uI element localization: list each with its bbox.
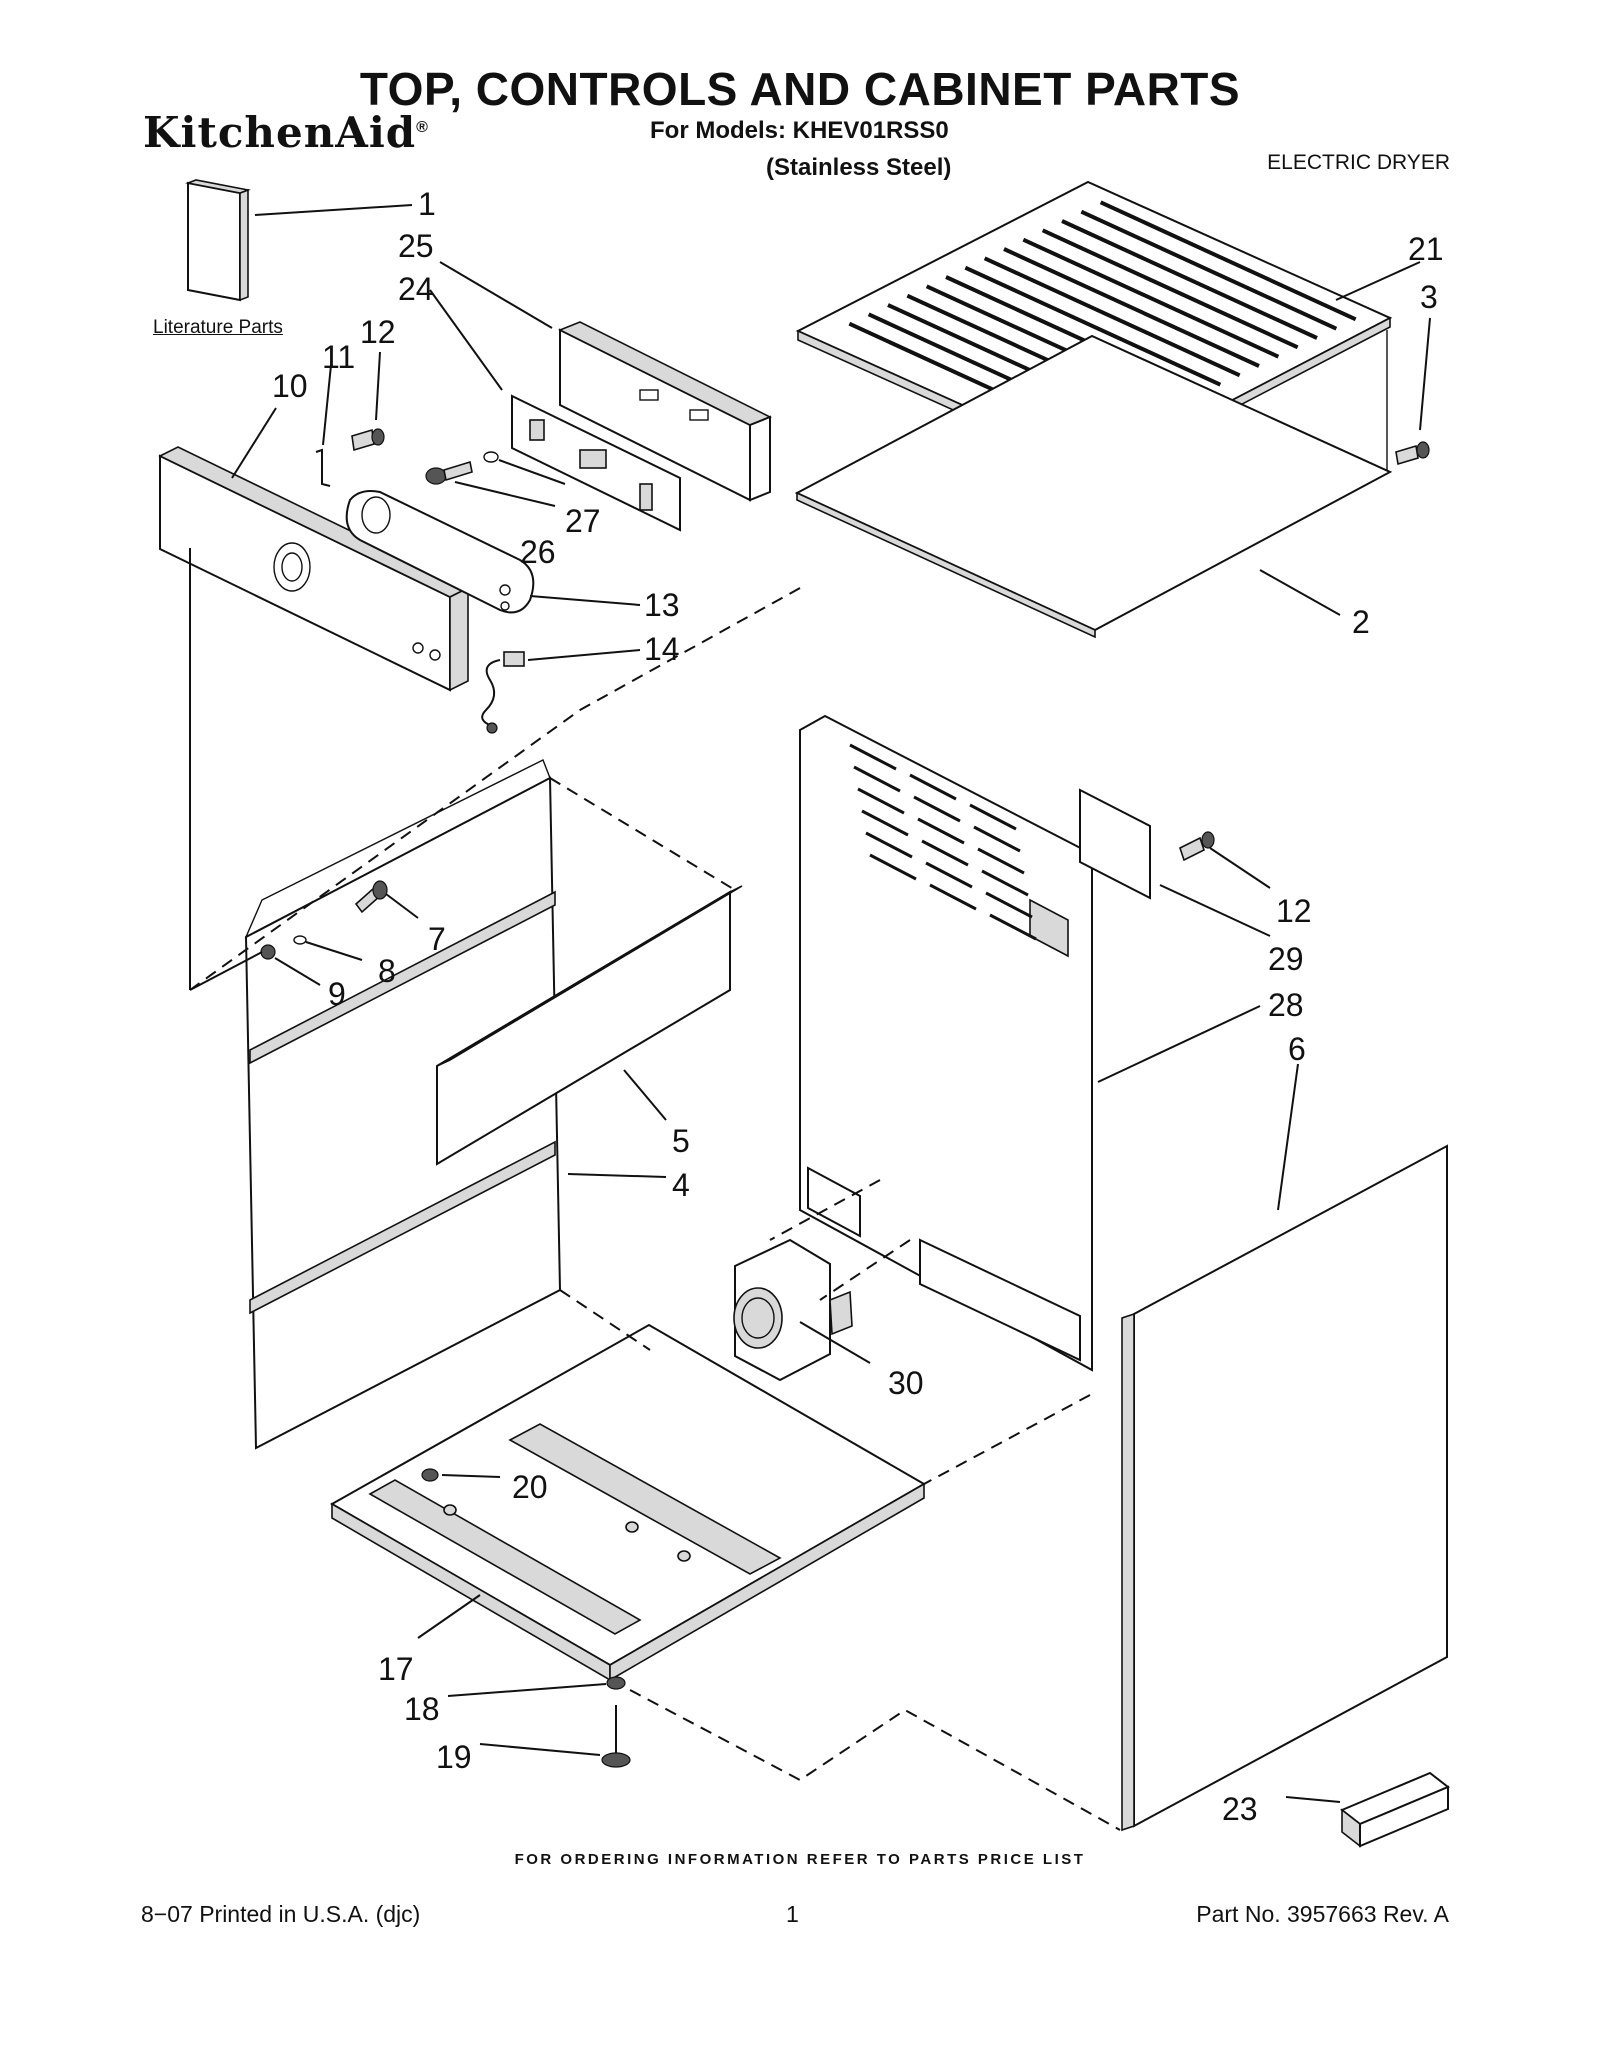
top-rib <box>1022 237 1280 359</box>
vent-slot <box>925 861 973 889</box>
callout-2: 2 <box>1352 604 1370 640</box>
callout-1: 1 <box>418 186 436 222</box>
brand-logo: KitchenAid® <box>143 108 429 157</box>
clip-11 <box>315 448 331 487</box>
insulation-panel <box>794 334 1393 639</box>
callout-24: 24 <box>398 271 434 307</box>
vent-slot <box>969 803 1017 831</box>
callout-11: 11 <box>322 339 355 375</box>
vent-slot <box>929 883 977 911</box>
callout-3: 3 <box>1420 279 1438 315</box>
vent-slot <box>861 809 909 837</box>
top-rib <box>1080 209 1338 331</box>
callout-7: 7 <box>428 921 446 957</box>
vent-slot <box>921 839 969 867</box>
top-rib <box>964 265 1222 387</box>
vent-slot <box>981 869 1029 897</box>
vent-slot <box>849 743 897 771</box>
callout-6: 6 <box>1288 1031 1306 1067</box>
page-title: TOP, CONTROLS AND CABINET PARTS <box>359 63 1241 115</box>
front-panel <box>244 759 562 1450</box>
base-frame <box>329 1323 927 1682</box>
blower-housing <box>733 1238 853 1382</box>
callout-29: 29 <box>1268 941 1304 977</box>
callout-12: 12 <box>360 314 396 350</box>
callout-20: 20 <box>512 1469 548 1505</box>
models-line: For Models: KHEV01RSS0 <box>650 117 949 144</box>
screw-3 <box>1395 441 1430 466</box>
callout-14: 14 <box>644 631 680 667</box>
top-rib <box>1099 200 1357 322</box>
vent-slot <box>989 913 1037 941</box>
leader-lines <box>231 204 1431 1803</box>
callout-10: 10 <box>272 368 308 404</box>
vent-slot <box>865 831 913 859</box>
washer-8 <box>293 935 307 945</box>
callout-13: 13 <box>644 587 680 623</box>
callout-30: 30 <box>888 1365 924 1401</box>
callout-8: 8 <box>378 953 396 989</box>
vent-slot <box>913 795 961 823</box>
registered-mark: ® <box>416 119 429 136</box>
callout-27: 27 <box>565 503 601 539</box>
literature-parts-label: Literature Parts <box>153 317 283 338</box>
washer-27 <box>483 451 499 463</box>
control-housing <box>558 321 772 502</box>
vent-slot <box>977 847 1025 875</box>
parts-package <box>1340 1771 1450 1848</box>
hinge-screw-7 <box>354 880 388 914</box>
side-panel <box>1121 1144 1448 1832</box>
finish-line: (Stainless Steel) <box>766 154 952 181</box>
callout-18: 18 <box>404 1691 440 1727</box>
screw-12-rear <box>1179 831 1215 862</box>
callout-19: 19 <box>436 1739 472 1775</box>
wire-harness <box>481 651 525 734</box>
top-rib <box>1061 219 1318 340</box>
brand-logo-text: KitchenAid <box>143 108 417 157</box>
callout-25: 25 <box>398 228 434 264</box>
part-number: Part No. 3957663 Rev. A <box>1196 1901 1449 1927</box>
nut-9 <box>260 944 276 960</box>
callout-21: 21 <box>1408 231 1444 267</box>
cover-plate-29 <box>1079 788 1151 900</box>
rear-vents <box>849 743 1037 941</box>
callout-28: 28 <box>1268 987 1304 1023</box>
callout-26: 26 <box>520 534 556 570</box>
print-date: 8−07 Printed in U.S.A. (djc) <box>141 1901 421 1927</box>
top-rib <box>983 256 1241 378</box>
leveling-legs <box>421 1468 691 1690</box>
rear-panel <box>799 714 1093 1372</box>
vent-slot <box>909 773 957 801</box>
callout-9: 9 <box>328 976 346 1012</box>
console-overlay <box>345 490 535 614</box>
vent-slot <box>973 825 1021 853</box>
vent-slot <box>917 817 965 845</box>
control-board <box>511 394 681 532</box>
toe-panel <box>436 885 743 1166</box>
foot-19 <box>601 1705 631 1768</box>
callout-4: 4 <box>672 1167 690 1203</box>
screw-26 <box>425 460 473 485</box>
callout-5: 5 <box>672 1123 690 1159</box>
product-type: ELECTRIC DRYER <box>1267 151 1450 174</box>
ordering-note: FOR ORDERING INFORMATION REFER TO PARTS … <box>514 1851 1086 1868</box>
console-panel <box>158 446 470 692</box>
vent-slot <box>853 765 901 793</box>
callout-23: 23 <box>1222 1791 1258 1827</box>
screw-12-console <box>351 428 385 452</box>
page-number: 1 <box>786 1901 799 1927</box>
vent-slot <box>985 891 1033 919</box>
callout-12-rear: 12 <box>1276 893 1312 929</box>
top-rib <box>1041 228 1299 350</box>
vent-slot <box>869 853 917 881</box>
top-rib <box>1003 247 1260 368</box>
literature-booklet <box>185 179 251 302</box>
callout-17: 17 <box>378 1651 414 1687</box>
vent-slot <box>857 787 905 815</box>
